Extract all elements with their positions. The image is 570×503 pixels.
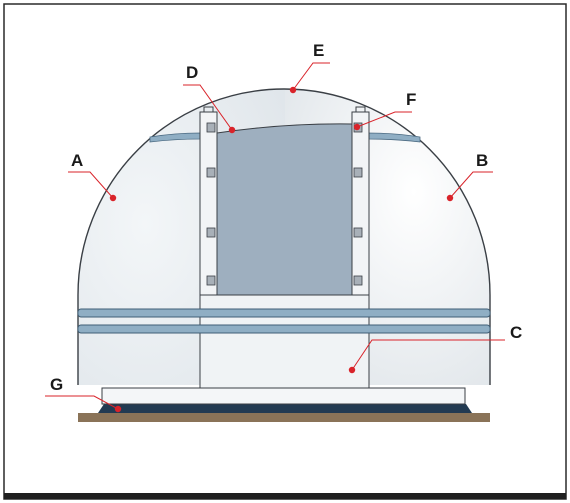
callout-line-c: [351, 339, 505, 371]
callout-dot-b: [446, 194, 454, 202]
callout-line-f: [356, 111, 412, 128]
ground-strip: [78, 413, 490, 422]
callout-lines: [45, 62, 505, 410]
callout-label-g: G: [50, 375, 63, 394]
callout-label-b: B: [476, 151, 488, 170]
dome-outline: [77, 88, 491, 385]
callout-line-a: [68, 171, 114, 199]
callout-dot-f: [353, 123, 361, 131]
callout-label-c: C: [510, 323, 522, 342]
callout-line-g: [45, 395, 119, 410]
top-band-right: [367, 132, 421, 143]
upper-band: [77, 308, 491, 318]
callout-dot-d: [228, 126, 236, 134]
callout-label-d: D: [186, 63, 198, 82]
rail-hook-left: [203, 106, 214, 112]
figure-bottom-bar: [4, 493, 566, 499]
callout-label-a: A: [71, 151, 83, 170]
callout-label-e: E: [313, 41, 324, 60]
callout-dot-a: [109, 194, 117, 202]
lower-band: [77, 324, 491, 334]
callout-dot-c: [348, 366, 356, 374]
callout-dot-g: [114, 405, 122, 413]
callout-label-f: F: [406, 90, 416, 109]
callout-line-d: [183, 84, 233, 131]
callout-dot-e: [289, 86, 297, 94]
rail-hook-right: [355, 106, 366, 112]
callout-line-b: [449, 171, 493, 199]
shutter-panel: [216, 123, 353, 296]
base-drum: [101, 387, 466, 405]
callout-line-e: [292, 62, 330, 91]
base-ring: [98, 404, 472, 413]
callout-dots: [109, 86, 454, 413]
